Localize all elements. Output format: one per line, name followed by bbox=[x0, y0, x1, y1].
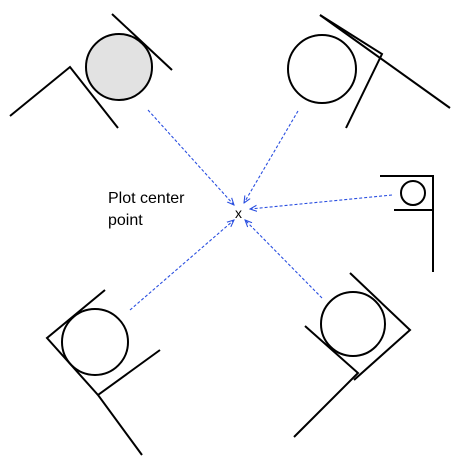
camera-trap-top-right bbox=[287, 14, 451, 129]
arrow-from-top-right bbox=[244, 110, 299, 203]
arrow-from-top-left bbox=[147, 109, 234, 205]
trap-frame-right bbox=[380, 175, 434, 272]
arrow-from-right bbox=[250, 194, 393, 209]
trap-frame-bottom-left bbox=[45, 289, 106, 396]
camera-trap-bottom-right bbox=[293, 272, 412, 438]
camera-trap-bottom-left bbox=[45, 289, 161, 456]
tree-trunk-bottom-right bbox=[320, 291, 386, 357]
tree-trunk-right bbox=[400, 180, 426, 206]
plot-center-label-line1: Plot center bbox=[108, 190, 185, 207]
plot-center-marker: x bbox=[235, 205, 242, 221]
arrow-from-bottom-left bbox=[129, 220, 234, 311]
tree-trunk-bottom-left bbox=[61, 308, 129, 376]
arrow-from-bottom-right bbox=[245, 220, 323, 299]
trap-frame-top-left bbox=[9, 65, 119, 129]
trap-frame-top-right bbox=[319, 14, 384, 129]
trap-frame-bottom-right bbox=[349, 272, 412, 381]
trap-base-bottom-left bbox=[96, 349, 161, 456]
plot-center-label-line2: point bbox=[108, 212, 143, 229]
tree-trunk-top-right bbox=[287, 34, 357, 104]
camera-trap-right bbox=[380, 175, 434, 272]
trap-base-bottom-right bbox=[293, 325, 360, 438]
arrows-to-center bbox=[129, 109, 393, 311]
trap-wing-top-right bbox=[319, 14, 451, 109]
camera-trap-top-left bbox=[9, 13, 173, 129]
tree-trunk-shaded bbox=[85, 33, 153, 101]
